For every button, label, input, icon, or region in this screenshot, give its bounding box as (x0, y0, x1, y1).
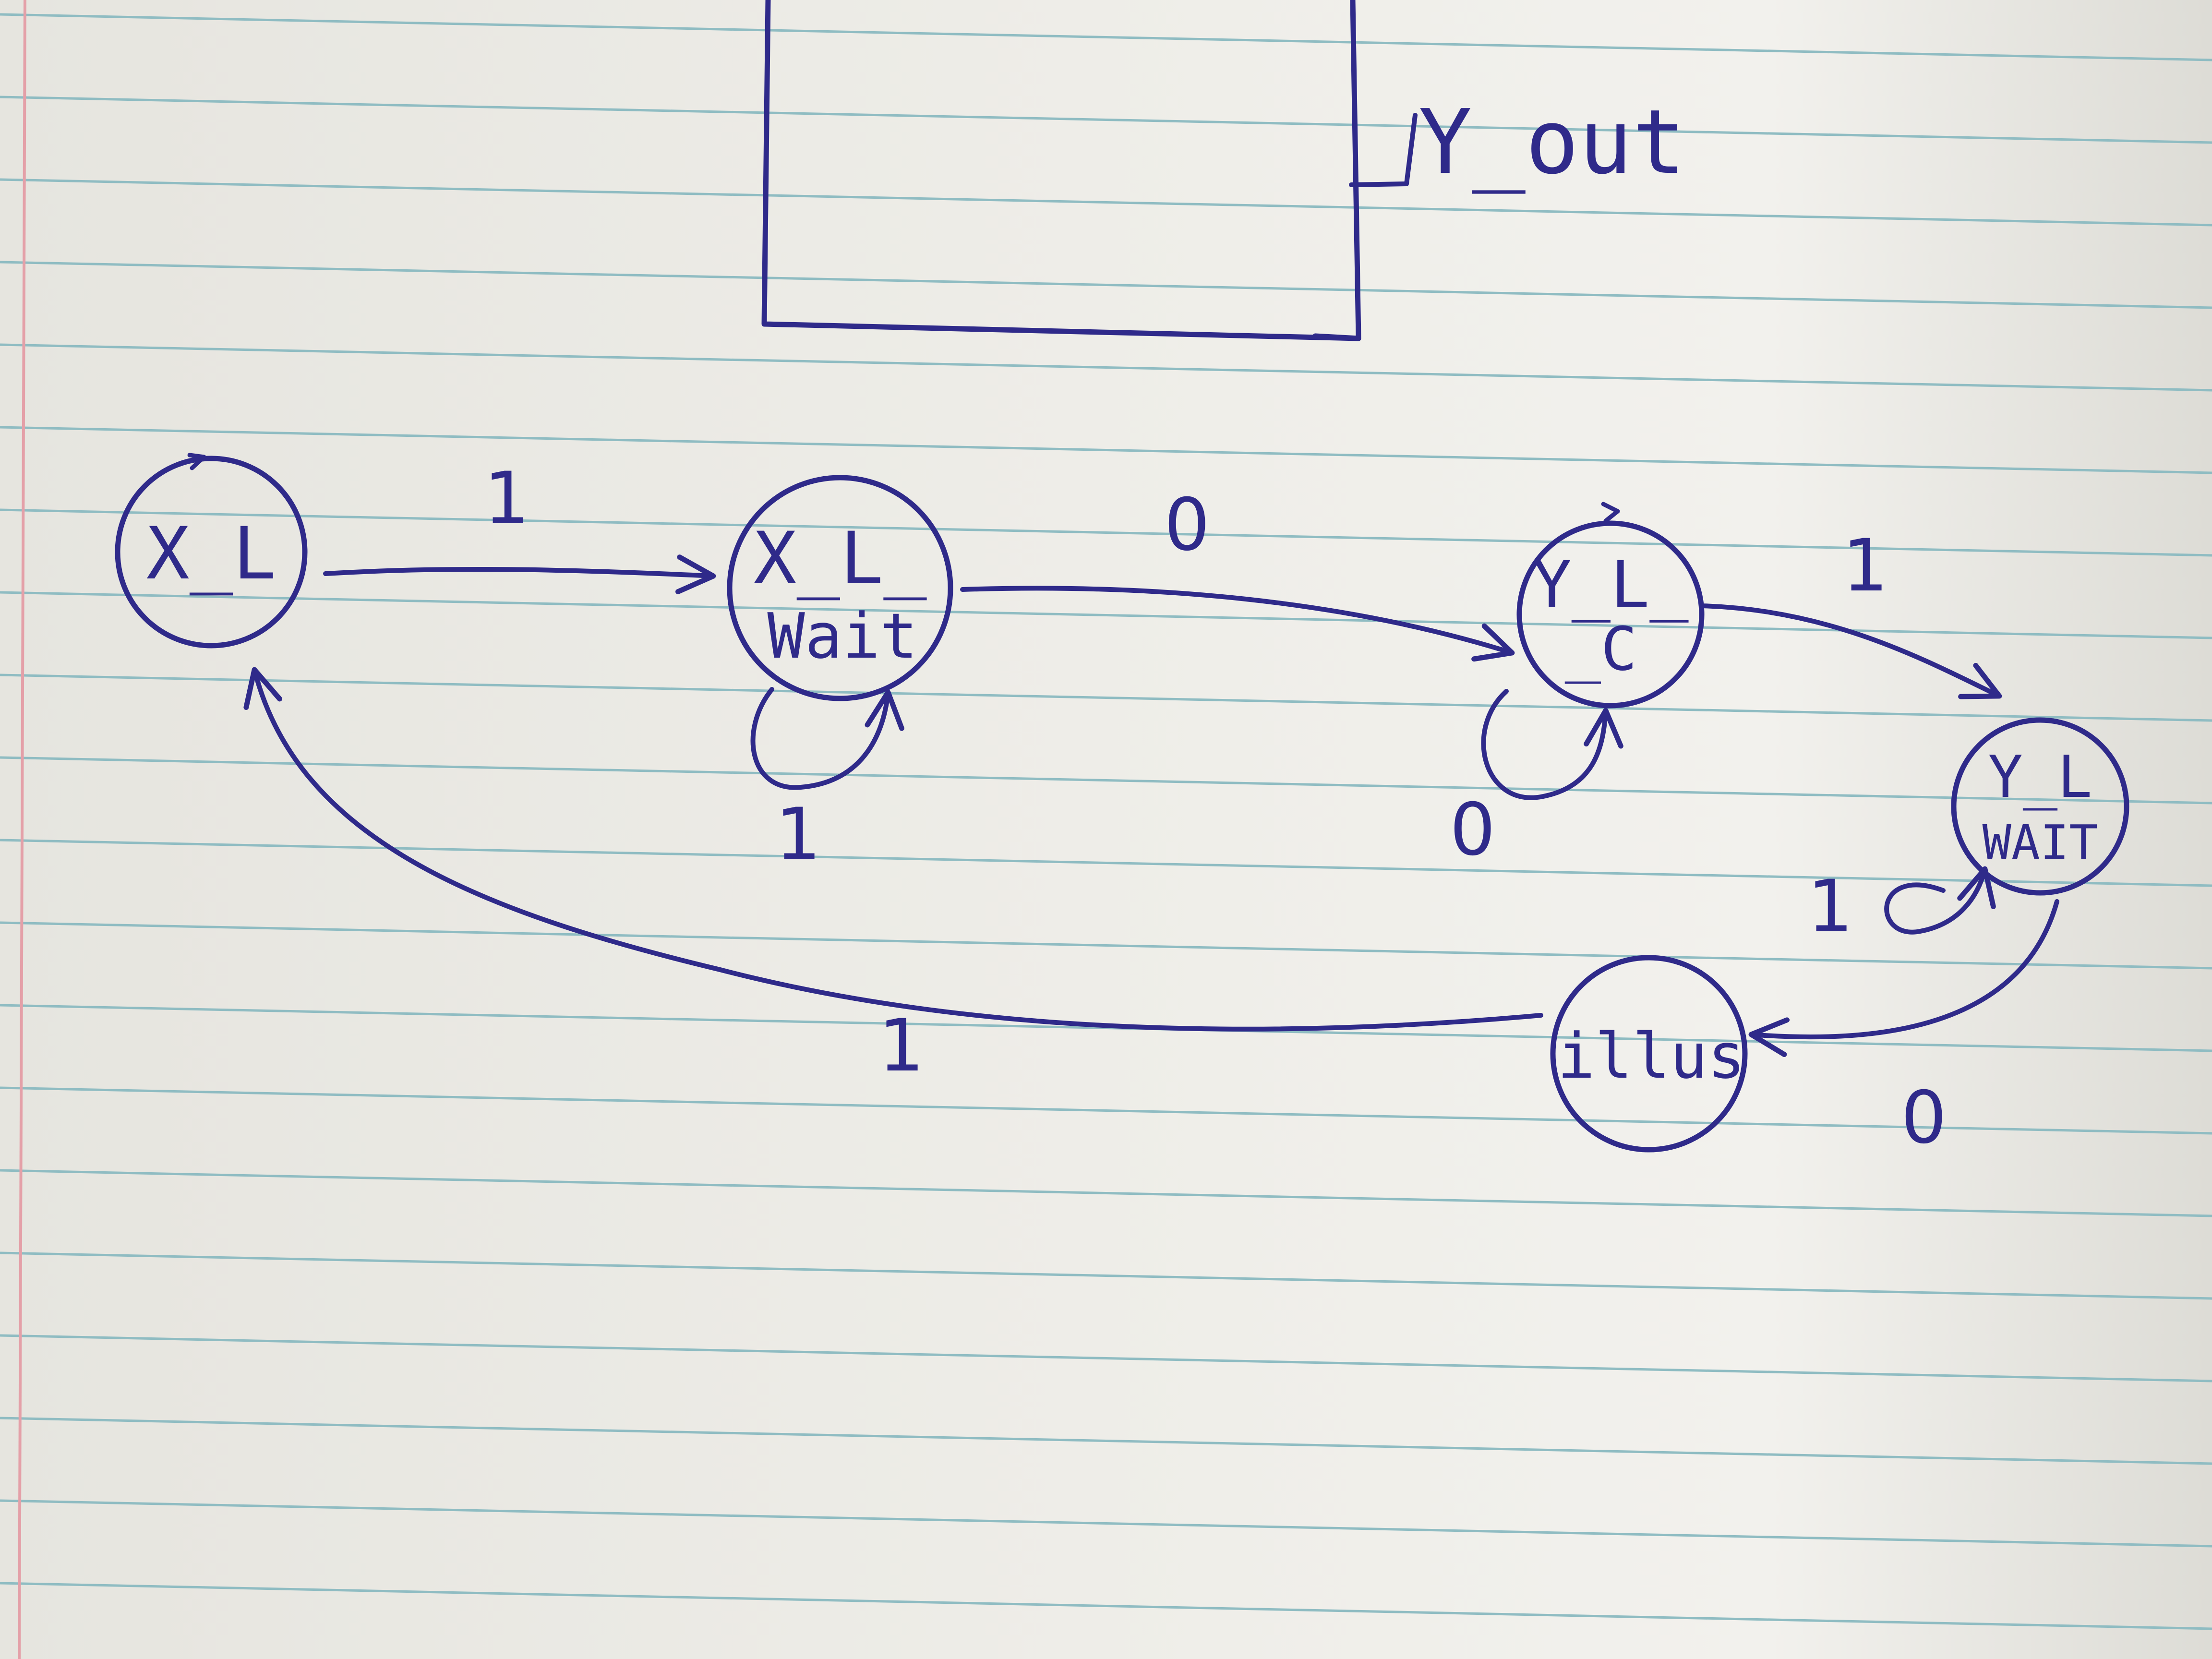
rule-line (0, 1086, 2212, 1135)
rule-line (0, 1417, 2212, 1465)
rule-line (0, 1169, 2212, 1217)
transition-label: 1 (484, 457, 529, 541)
state-illus: illus (1550, 955, 1748, 1153)
rule-line (0, 921, 2212, 970)
state-circle (1951, 717, 2129, 896)
state-x-l: X_L (115, 453, 308, 649)
rule-line (0, 343, 2212, 392)
rule-line (0, 1004, 2212, 1052)
transition-label: 0 (1164, 483, 1210, 567)
rule-line (0, 426, 2212, 474)
rule-line (0, 839, 2212, 887)
rule-line (0, 508, 2212, 557)
state-label-line2: _C (1565, 614, 1637, 684)
transition-x-l-wait-to-y-l-c (960, 586, 1515, 662)
state-label-line1: X_L_ (753, 517, 927, 601)
transition-y-l-c-to-y-l-wait (1699, 603, 2002, 699)
state-tick (187, 453, 206, 470)
transitions: 1 1 0 0 1 1 0 1 (243, 457, 2059, 1160)
transition-label: 0 (1450, 788, 1495, 872)
state-x-l-wait: X_L_ Wait (727, 475, 953, 701)
state-label: X_L (146, 512, 276, 596)
transition-label: 1 (1842, 524, 1888, 608)
rule-line (0, 261, 2212, 309)
output-pin (1349, 113, 1418, 187)
state-label-line2: WAIT (1983, 815, 2098, 871)
block-outline (761, 0, 1361, 341)
state-label-line1: Y_L (1988, 744, 2092, 811)
logic-block: Y_out (761, 0, 1686, 341)
transition-x-l-to-x-l-wait (323, 554, 716, 594)
rule-line (0, 13, 2212, 61)
rule-line (0, 1251, 2212, 1300)
self-loop-x-l-wait (750, 687, 904, 790)
transition-label: 0 (1901, 1076, 1947, 1160)
states: X_L X_L_ Wait Y_L_ _C Y_L WAIT illus (115, 453, 2129, 1153)
state-label: illus (1557, 1020, 1745, 1093)
output-label: Y_out (1419, 90, 1686, 194)
block-corner-mark (1312, 333, 1361, 341)
transition-y-l-wait-to-illus (1748, 899, 2059, 1057)
ruled-lines (0, 13, 2212, 1630)
transition-label: 1 (1807, 865, 1853, 949)
state-y-l-c: Y_L_ _C (1516, 502, 1705, 709)
rule-line (0, 1499, 2212, 1548)
transition-label: 1 (878, 1004, 924, 1088)
rule-line (0, 756, 2212, 805)
rule-line (0, 178, 2212, 227)
rule-line (0, 1334, 2212, 1382)
rule-line (0, 96, 2212, 144)
state-circle (115, 456, 308, 649)
state-label-line1: Y_L_ (1532, 547, 1689, 623)
rule-line (0, 1582, 2212, 1630)
state-tick (1601, 502, 1620, 523)
state-circle (727, 475, 953, 701)
state-label-line2: Wait (767, 600, 917, 673)
state-y-l-wait: Y_L WAIT (1951, 717, 2129, 896)
self-loop-y-l-wait (1884, 866, 1996, 935)
transition-illus-to-x-l (243, 667, 1543, 1032)
margin-line (18, 0, 26, 1659)
state-circle (1516, 520, 1705, 709)
transition-label: 1 (775, 793, 821, 877)
state-circle (1550, 955, 1748, 1153)
self-loop-y-l-c (1481, 689, 1623, 800)
rule-line (0, 673, 2212, 722)
